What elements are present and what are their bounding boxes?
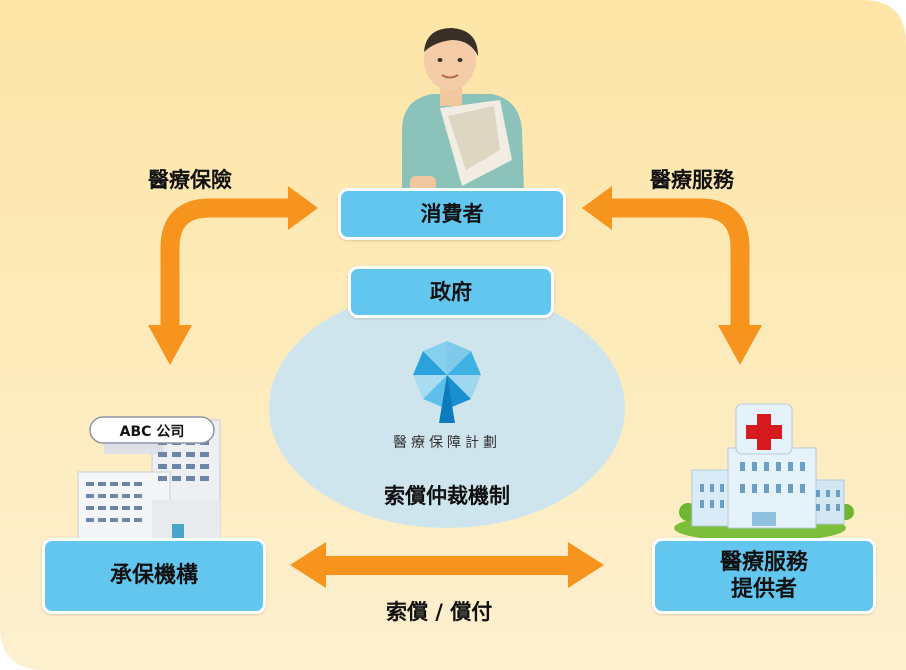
government-node: 政府 (348, 266, 554, 318)
hospital-illustration (674, 403, 854, 542)
claims-arrowhead-right (568, 542, 604, 588)
consumer-label: 消費者 (420, 201, 484, 226)
company-sign-board (89, 416, 215, 444)
provider-node: 醫療服務 提供者 (652, 538, 876, 614)
claims-arrow-shaft (318, 556, 580, 575)
insurance-flow-label: 醫療保險 (148, 168, 232, 192)
umbrella-logo-icon (413, 341, 481, 423)
medical-service-flow-label: 醫療服務 (650, 168, 734, 192)
service-arrowhead-down (718, 325, 762, 365)
insurance-arrowhead-down (148, 325, 192, 365)
service-arrowhead-left (582, 186, 612, 230)
person-illustration (402, 28, 524, 192)
government-label: 政府 (430, 279, 472, 304)
company-sign-text: ABC 公司 (119, 424, 185, 440)
service-arrow (598, 198, 750, 330)
provider-label-line1: 醫療服務 (719, 549, 808, 575)
hospital-window-grid (700, 462, 840, 511)
claims-arrowhead-left (290, 542, 326, 588)
insurer-node: 承保機構 (42, 538, 266, 614)
provider-label-line2: 提供者 (730, 577, 797, 602)
arbitration-mechanism-text: 索償仲裁機制 (384, 484, 510, 508)
hospital-cross-icon (746, 414, 782, 450)
insurer-label: 承保機構 (109, 563, 198, 589)
claims-payment-flow-label: 索償 / 償付 (386, 600, 493, 624)
insurance-arrowhead-right (288, 186, 318, 230)
consumer-node: 消費者 (338, 188, 566, 240)
insurance-arrow (160, 198, 305, 330)
scheme-name-text: 醫療保障計劃 (393, 435, 501, 451)
